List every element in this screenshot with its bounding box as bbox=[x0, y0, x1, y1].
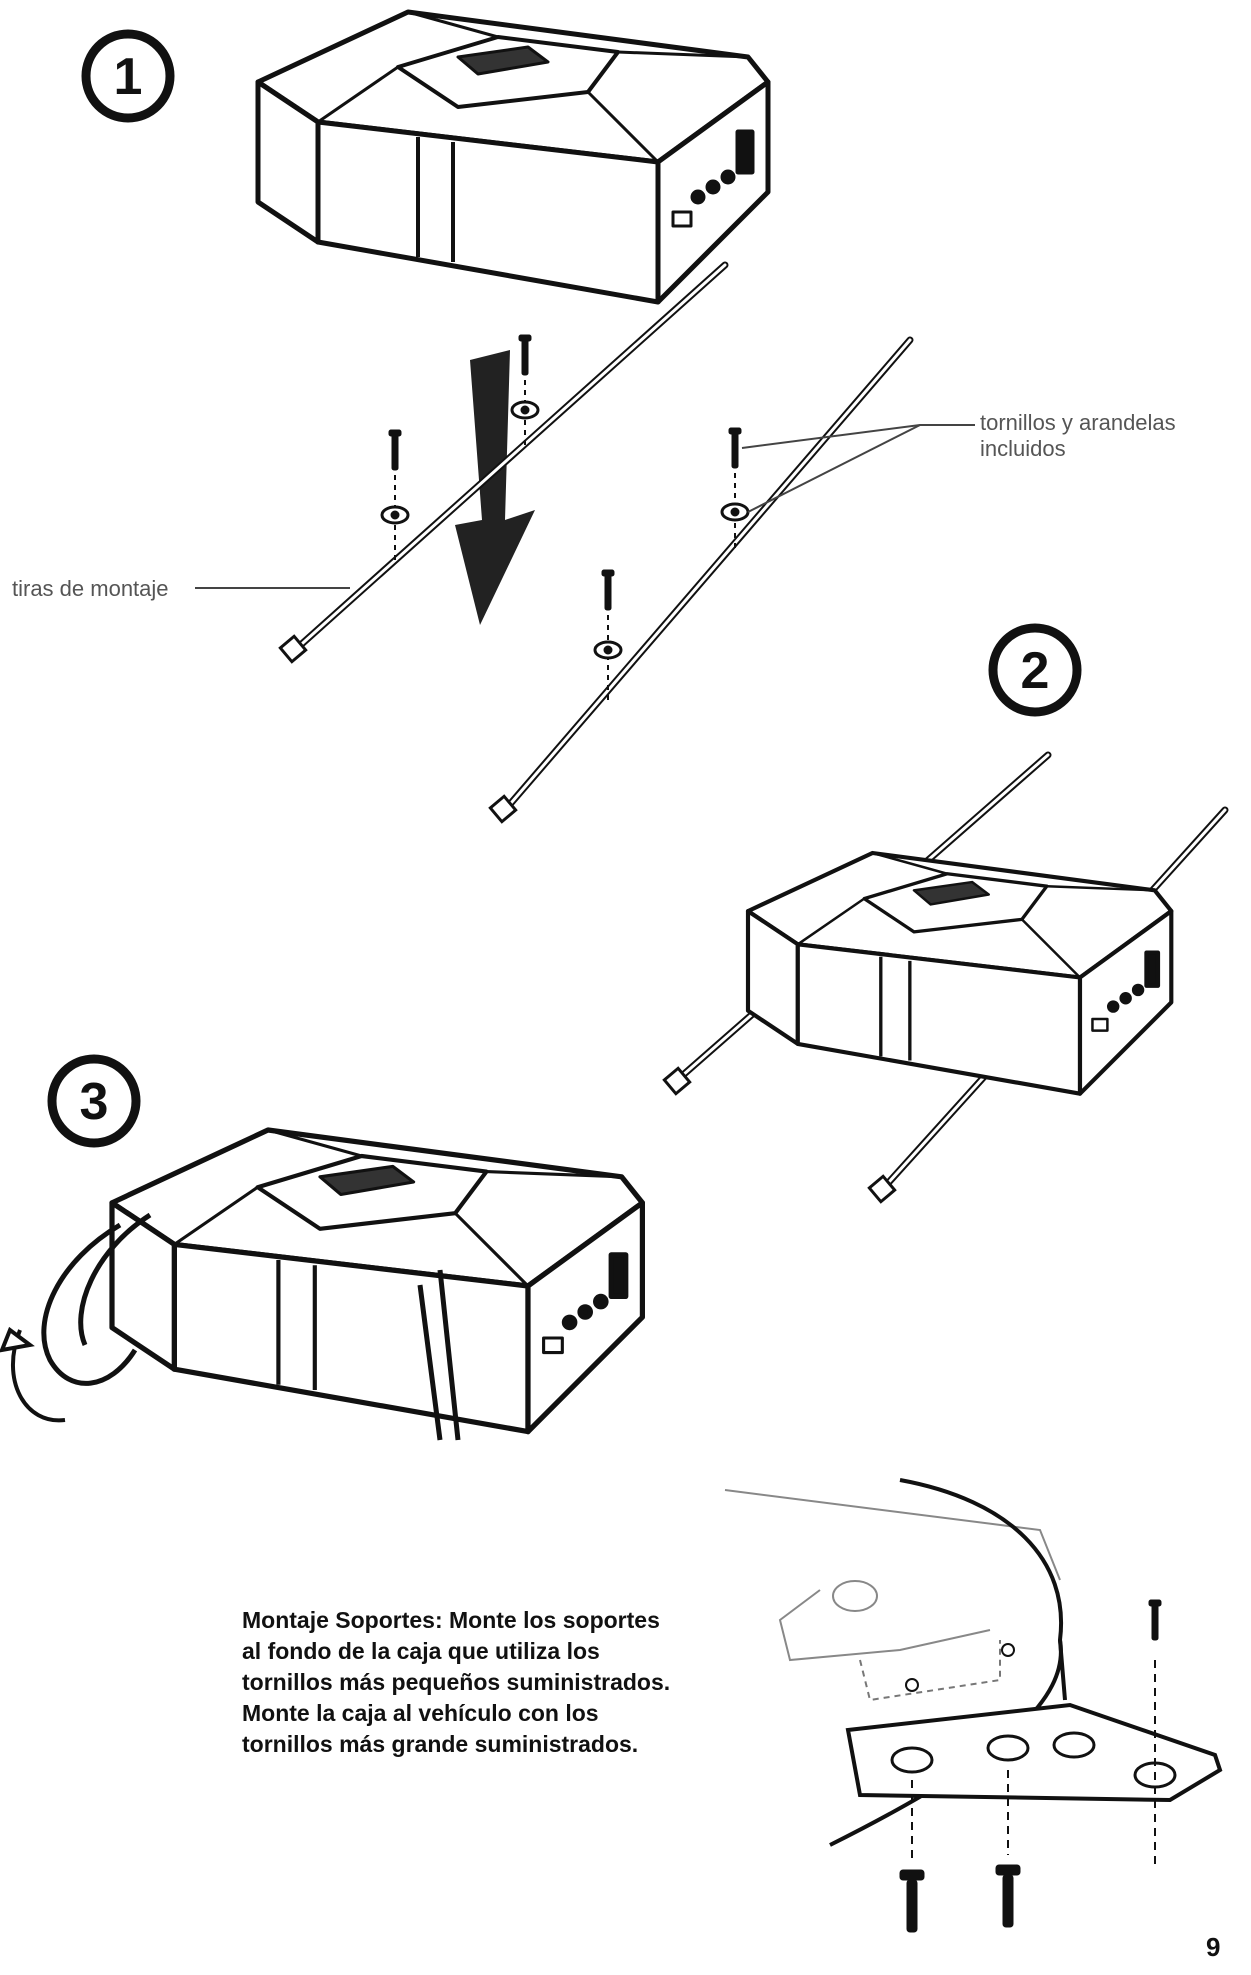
callout-screws-washers: tornillos y arandelas incluidos bbox=[980, 410, 1220, 462]
bracket-detail bbox=[725, 1480, 1220, 1870]
page-number: 9 bbox=[1206, 1932, 1220, 1963]
amplifier-step1 bbox=[258, 12, 768, 302]
step-1-badge: 1 bbox=[80, 28, 176, 124]
screws-washers bbox=[382, 335, 748, 700]
step-2-badge: 2 bbox=[987, 622, 1083, 718]
step-3-number: 3 bbox=[80, 1073, 109, 1131]
step-2-number: 2 bbox=[1021, 642, 1050, 700]
step-3-badge: 3 bbox=[46, 1053, 142, 1149]
bracket-mounting-instructions: Montaje Soportes: Monte los soportes al … bbox=[242, 1605, 682, 1760]
step-1-number: 1 bbox=[114, 48, 143, 106]
callout-mounting-straps: tiras de montaje bbox=[12, 576, 169, 602]
amplifier-step3 bbox=[112, 1130, 642, 1432]
mounting-straps bbox=[295, 265, 910, 810]
rotate-arrow-icon bbox=[2, 1330, 65, 1420]
down-arrow-icon bbox=[455, 350, 535, 625]
amplifier-step2 bbox=[748, 853, 1171, 1094]
